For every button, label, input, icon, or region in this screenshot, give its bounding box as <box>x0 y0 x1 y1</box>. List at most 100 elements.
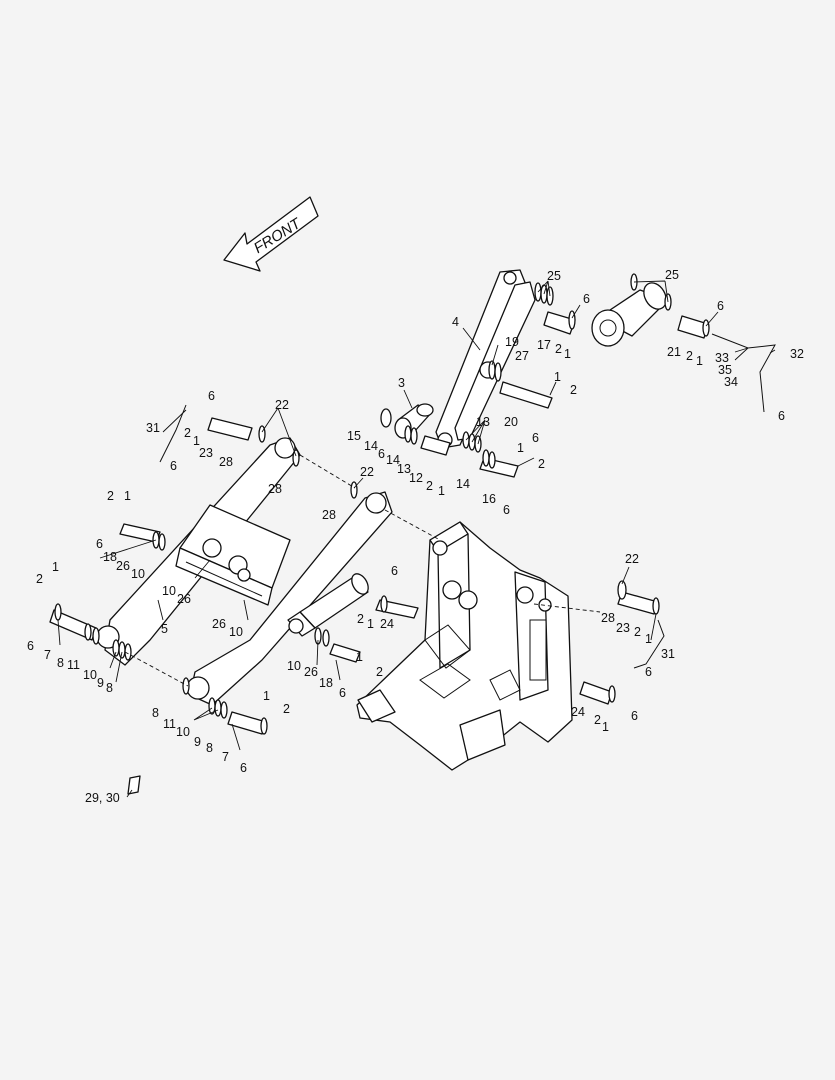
callout-14a: 14 <box>364 439 378 453</box>
callout-25b: 25 <box>665 268 679 282</box>
front-direction-arrow: FRONT <box>223 196 319 272</box>
callout-28b: 28 <box>268 482 282 496</box>
callout-2c: 2 <box>570 383 577 397</box>
callout-9a: 9 <box>97 676 104 690</box>
callout-6c: 6 <box>778 409 785 423</box>
callout-26d: 26 <box>304 665 318 679</box>
callout-1c: 1 <box>554 370 561 384</box>
callout-2m: 2 <box>283 702 290 716</box>
callout-17: 17 <box>537 338 551 352</box>
callout-1k: 1 <box>356 650 363 664</box>
callout-1d: 1 <box>438 484 445 498</box>
callout-26b: 26 <box>177 592 191 606</box>
callout-20: 20 <box>504 415 518 429</box>
callout-6k: 6 <box>645 665 652 679</box>
callout-10e: 10 <box>287 659 301 673</box>
callout-2e: 2 <box>538 457 545 471</box>
callout-13a: 13 <box>397 462 411 476</box>
callout-13b: 13 <box>476 415 490 429</box>
callout-6f: 6 <box>503 503 510 517</box>
callout-6i: 6 <box>96 537 103 551</box>
callout-2i: 2 <box>634 625 641 639</box>
callout-28c: 28 <box>322 508 336 522</box>
bellcrank-link <box>435 269 536 449</box>
callout-6n: 6 <box>631 709 638 723</box>
callout-14b: 14 <box>386 453 400 467</box>
callout-6g: 6 <box>208 389 215 403</box>
callout-7b: 7 <box>222 750 229 764</box>
callout-1m: 1 <box>263 689 270 703</box>
chassis-frame <box>356 521 573 771</box>
callout-23b: 23 <box>616 621 630 635</box>
washers <box>54 273 710 735</box>
callout-6d: 6 <box>532 431 539 445</box>
callout-1a: 1 <box>564 347 571 361</box>
callout-5: 5 <box>161 622 168 636</box>
callout-28d: 28 <box>601 611 615 625</box>
callout-2a: 2 <box>555 342 562 356</box>
callout-8c: 8 <box>152 706 159 720</box>
callout-6m: 6 <box>339 686 346 700</box>
callout-21: 21 <box>667 345 681 359</box>
callout-1i: 1 <box>645 632 652 646</box>
callout-1l: 1 <box>602 720 609 734</box>
callout-18a: 18 <box>103 550 117 564</box>
callout-6e: 6 <box>378 447 385 461</box>
callout-28a: 28 <box>219 455 233 469</box>
callout-1j: 1 <box>52 560 59 574</box>
callout-31a: 31 <box>146 421 160 435</box>
callout-6h: 6 <box>170 459 177 473</box>
callout-10c: 10 <box>83 668 97 682</box>
callout-22c: 22 <box>625 552 639 566</box>
tilt-link <box>394 403 434 439</box>
alignment-lines <box>124 454 601 687</box>
callout-2930: 29, 30 <box>85 791 120 805</box>
callout-19: 19 <box>505 335 519 349</box>
callout-2f: 2 <box>184 426 191 440</box>
cross-tube <box>175 504 291 606</box>
tilt-cylinder <box>591 282 669 347</box>
callout-16: 16 <box>482 492 496 506</box>
callout-6o: 6 <box>240 761 247 775</box>
callout-1b: 1 <box>696 354 703 368</box>
callout-10b: 10 <box>162 584 176 598</box>
callout-2g: 2 <box>107 489 114 503</box>
callout-31b: 31 <box>661 647 675 661</box>
callout-10d: 10 <box>229 625 243 639</box>
callout-35: 35 <box>718 363 732 377</box>
callout-26c: 26 <box>212 617 226 631</box>
callout-6a: 6 <box>583 292 590 306</box>
callout-10f: 10 <box>176 725 190 739</box>
leader-lines <box>57 280 776 798</box>
callout-32: 32 <box>790 347 804 361</box>
callout-26a: 26 <box>116 559 130 573</box>
callout-27: 27 <box>515 349 529 363</box>
callout-25a: 25 <box>547 269 561 283</box>
callout-22b: 22 <box>360 465 374 479</box>
callout-4: 4 <box>452 315 459 329</box>
callout-2d: 2 <box>426 479 433 493</box>
callout-6l: 6 <box>27 639 34 653</box>
callout-11a: 11 <box>67 658 80 672</box>
callout-11b: 11 <box>163 717 176 731</box>
callout-8a: 8 <box>57 656 64 670</box>
callout-23a: 23 <box>199 446 213 460</box>
callout-2l: 2 <box>594 713 601 727</box>
callout-1g: 1 <box>124 489 131 503</box>
callout-15: 15 <box>347 429 361 443</box>
callout-2h: 2 <box>357 612 364 626</box>
callout-24a: 24 <box>380 617 394 631</box>
callout-33: 33 <box>715 351 729 365</box>
callout-2j: 2 <box>36 572 43 586</box>
lift-cylinder <box>287 573 369 637</box>
callout-6b: 6 <box>717 299 724 313</box>
callout-2k: 2 <box>376 665 383 679</box>
callout-6j: 6 <box>391 564 398 578</box>
callout-18b: 18 <box>319 676 333 690</box>
callout-34: 34 <box>724 375 738 389</box>
callout-14c: 14 <box>456 477 470 491</box>
callout-22a: 22 <box>275 398 289 412</box>
callout-8d: 8 <box>206 741 213 755</box>
